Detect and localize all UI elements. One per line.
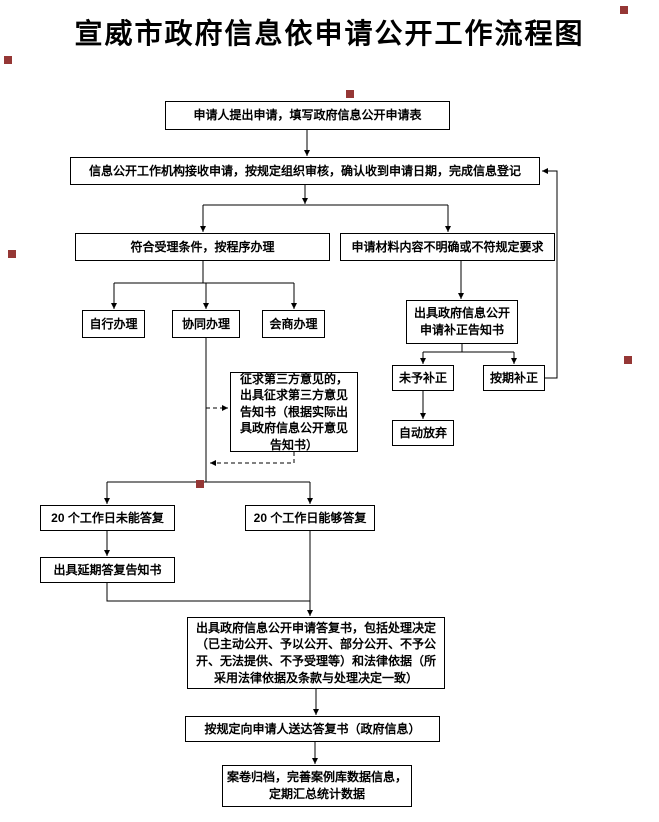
node-receive: 信息公开工作机构接收申请，按规定组织审核，确认收到申请日期，完成信息登记: [70, 157, 540, 185]
node-qualify: 符合受理条件，按程序办理: [75, 233, 330, 261]
node-unclear: 申请材料内容不明确或不符规定要求: [340, 233, 555, 261]
edge-dashed-from-thirdparty: [210, 452, 295, 466]
node-apply: 申请人提出申请，填写政府信息公开申请表: [165, 101, 450, 130]
anchor-marker: [346, 90, 354, 98]
node-can-reply-20: 20 个工作日能够答复: [245, 505, 375, 531]
node-cannot-reply-20: 20 个工作日未能答复: [40, 505, 175, 531]
node-on-time-correction: 按期补正: [483, 365, 545, 391]
node-self-handle: 自行办理: [82, 310, 145, 338]
edge-delay-merge: [106, 583, 310, 602]
anchor-marker: [624, 356, 632, 364]
anchor-marker: [196, 480, 204, 488]
anchor-marker: [8, 250, 16, 258]
node-third-party-notice: 征求第三方意见的，出具征求第三方意见告知书（根据实际出具政府信息公开意见告知书）: [230, 372, 358, 452]
edge-ontime-return-receive: [542, 168, 558, 379]
node-archive: 案卷归档，完善案例库数据信息，定期汇总统计数据: [222, 765, 412, 807]
page-title: 宣威市政府信息依申请公开工作流程图: [74, 18, 585, 49]
node-correction-notice: 出具政府信息公开申请补正告知书: [406, 300, 518, 344]
node-auto-abandon: 自动放弃: [392, 420, 454, 446]
anchor-marker: [620, 6, 628, 14]
node-joint-handle: 协同办理: [172, 310, 240, 338]
node-delay-notice: 出具延期答复告知书: [40, 557, 175, 583]
node-consult-handle: 会商办理: [262, 310, 325, 338]
anchor-marker: [4, 56, 12, 64]
node-reply-decision: 出具政府信息公开申请答复书，包括处理决定（已主动公开、予以公开、部分公开、不予公…: [187, 617, 445, 689]
node-deliver-reply: 按规定向申请人送达答复书（政府信息）: [185, 716, 440, 742]
node-no-correction: 未予补正: [392, 365, 454, 391]
